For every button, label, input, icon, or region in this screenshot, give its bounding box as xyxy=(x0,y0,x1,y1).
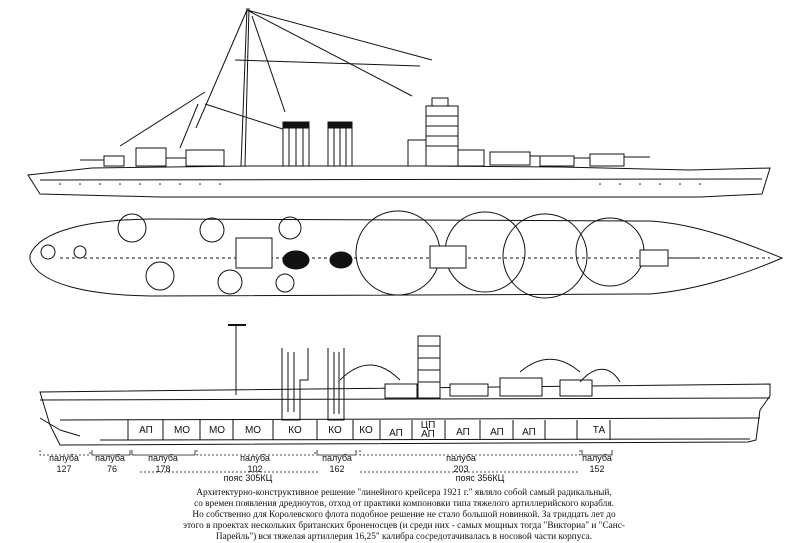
deck-thickness: 76 xyxy=(107,464,117,474)
deck-thickness: 127 xyxy=(56,464,71,474)
deck-label: палуба xyxy=(582,453,612,463)
plan-view xyxy=(29,210,784,299)
belt-label: пояс 305КЦ xyxy=(224,473,273,483)
inboard-uptakes xyxy=(281,348,345,421)
compartment-label: МО xyxy=(209,425,225,436)
deck-label: палуба xyxy=(49,453,79,463)
belt-label: пояс 356КЦ xyxy=(456,473,505,483)
compartment-label: КО xyxy=(359,425,373,436)
caption-line: Парейль") вся тяжелая артиллерия 16,25" … xyxy=(215,531,593,542)
side-turrets xyxy=(489,151,650,167)
caption: Архитектурно-конструктивное решение "лин… xyxy=(150,488,658,543)
deck-armour-labels: палуба 127 палуба 76 палуба 178 палуба 1… xyxy=(49,453,612,483)
inboard-hull xyxy=(39,383,771,446)
compartment-label: ТА xyxy=(593,425,606,436)
bulkheads xyxy=(127,420,611,440)
compartment-label: АП xyxy=(522,427,536,438)
deck-thickness: 152 xyxy=(589,464,604,474)
compartment-label: АП xyxy=(389,428,403,439)
deck-thickness: 203 xyxy=(453,464,468,474)
side-bridge-tower xyxy=(407,97,485,167)
compartment-labels: АП МО МО МО КО КО КО ЦП АП АП АП АП АП Т… xyxy=(139,420,605,440)
side-profile-view xyxy=(27,7,771,198)
compartment-label: КО xyxy=(328,425,342,436)
deck-label: палуба xyxy=(322,453,352,463)
compartment-label: АП xyxy=(421,429,435,440)
caption-line: этого в проектах нескольких британских б… xyxy=(182,520,625,531)
deck-thickness: 162 xyxy=(329,464,344,474)
deck-label: палуба xyxy=(240,453,270,463)
side-funnels xyxy=(282,121,353,167)
side-hull xyxy=(27,165,771,198)
deck-thickness: 178 xyxy=(155,464,170,474)
compartment-label: КО xyxy=(288,425,302,436)
compartment-label: ЦП xyxy=(421,420,436,431)
plan-turret-arcs xyxy=(355,210,645,299)
side-portholes xyxy=(59,183,701,185)
compartment-label: МО xyxy=(174,425,190,436)
deck-label: палуба xyxy=(446,453,476,463)
caption-line: Архитектурно-конструктивное решение "лин… xyxy=(196,488,612,498)
compartment-label: АП xyxy=(139,425,153,436)
plan-hull xyxy=(29,218,784,297)
compartment-label: АП xyxy=(490,427,504,438)
inboard-profile xyxy=(39,324,771,446)
compartment-label: МО xyxy=(245,425,261,436)
caption-line: Но собственно для Королевского флота под… xyxy=(192,509,616,520)
deck-thickness: 102 xyxy=(247,464,262,474)
caption-line: со времен появления дредноутов, отход от… xyxy=(194,498,614,509)
deck-label: палуба xyxy=(95,453,125,463)
compartment-label: АП xyxy=(456,427,470,438)
deck-label: палуба xyxy=(148,453,178,463)
plan-boats xyxy=(40,213,302,295)
deck-armour-scale xyxy=(39,450,613,473)
